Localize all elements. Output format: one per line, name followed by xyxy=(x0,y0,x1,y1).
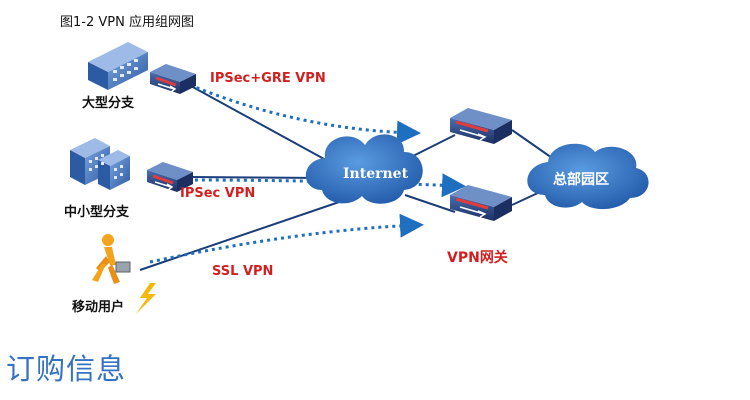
hq-campus-cloud-icon xyxy=(527,143,649,210)
medium-small-branch-building-icon xyxy=(70,138,130,190)
medium-small-branch-label: 中小型分支 xyxy=(64,204,130,220)
vpn-gateway-top-icon xyxy=(450,108,512,144)
large-branch-router-icon xyxy=(150,64,196,94)
lightning-icon xyxy=(136,283,156,314)
figure-caption: 图1-2 VPN 应用组网图 xyxy=(60,15,194,30)
internet-label: Internet xyxy=(343,166,409,182)
link-medium-branch-internet xyxy=(189,176,326,179)
ssl-vpn-label: SSL VPN xyxy=(212,264,273,279)
tunnel-ssl xyxy=(149,213,424,264)
internet-cloud-icon xyxy=(305,134,423,204)
ipsec-gre-vpn-label: IPSec+GRE VPN xyxy=(210,71,326,86)
tunnel-ipsec-gre xyxy=(189,83,421,145)
mobile-user-label: 移动用户 xyxy=(72,299,124,315)
link-gateway-top-hq xyxy=(511,129,556,161)
vpn-network-diagram: 大型分支 中小型分支 xyxy=(64,42,649,315)
order-info-heading: 订购信息 xyxy=(6,352,127,386)
link-large-branch-internet xyxy=(179,79,336,166)
link-mobile-internet xyxy=(139,199,346,271)
large-branch-label: 大型分支 xyxy=(82,95,135,111)
ipsec-vpn-label: IPSec VPN xyxy=(180,186,255,201)
medium-branch-router-icon xyxy=(147,162,193,192)
mobile-user-icon xyxy=(92,234,131,284)
vpn-gateway-label: VPN网关 xyxy=(447,249,508,266)
link-internet-gateway-bottom xyxy=(404,194,456,213)
large-branch-building-icon xyxy=(88,42,148,90)
vpn-gateway-bottom-icon xyxy=(450,185,512,221)
hq-label: 总部园区 xyxy=(553,171,609,188)
